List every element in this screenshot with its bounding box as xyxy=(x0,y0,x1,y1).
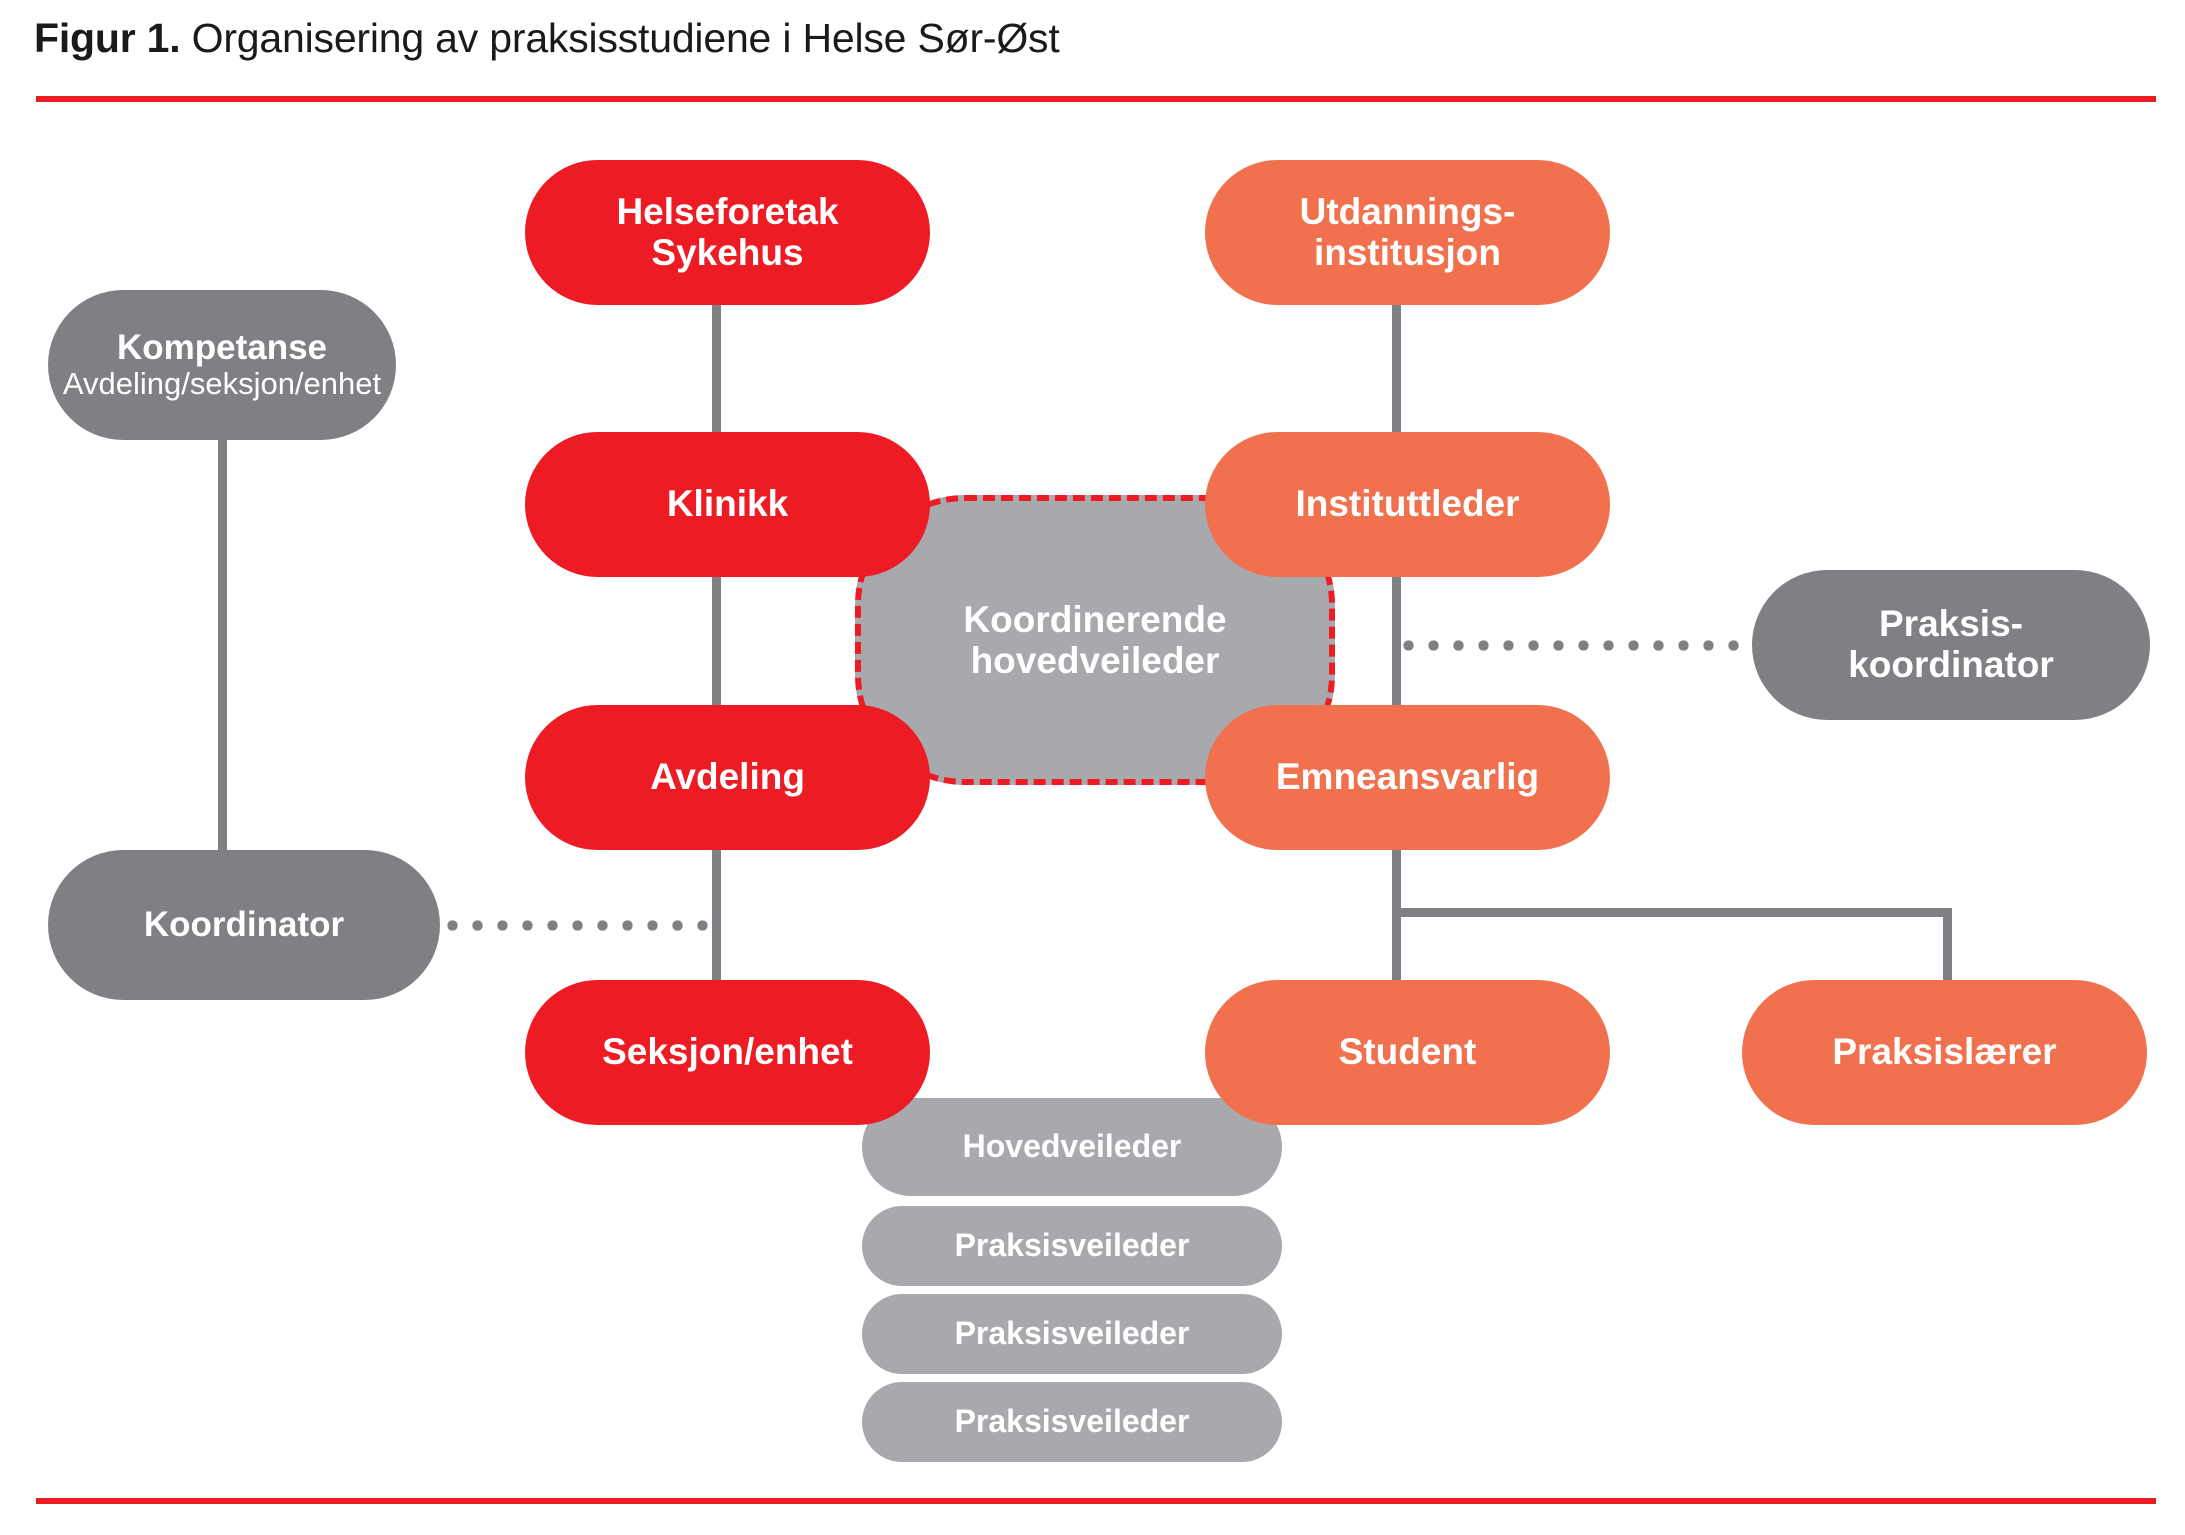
connector-orange-column xyxy=(1392,285,1401,885)
connector-praksislaerer-down xyxy=(1943,908,1952,1018)
node-kompetanse-line2: Avdeling/seksjon/enhet xyxy=(62,366,382,402)
node-koordinerende-text: Koordinerende hovedveileder xyxy=(963,599,1226,682)
bottom-rule xyxy=(36,1498,2156,1504)
connector-branch-horizontal xyxy=(1392,908,1952,917)
node-helseforetak-line1: Helseforetak xyxy=(616,190,839,232)
node-klinikk[interactable]: Klinikk xyxy=(525,432,930,577)
node-koordinator[interactable]: Koordinator xyxy=(48,850,440,1000)
node-hovedveileder-label: Hovedveileder xyxy=(962,1128,1182,1165)
node-hovedveileder[interactable]: Hovedveileder xyxy=(862,1098,1282,1196)
figure-title: Figur 1. Organisering av praksisstudiene… xyxy=(34,15,1060,62)
node-emneansvarlig[interactable]: Emneansvarlig xyxy=(1205,705,1610,850)
node-instituttleder[interactable]: Instituttleder xyxy=(1205,432,1610,577)
node-praksislaerer-label: Praksislærer xyxy=(1832,1031,2057,1073)
connector-red-column xyxy=(712,285,721,1015)
connector-kompetanse-koordinator xyxy=(218,430,227,880)
node-praksiskoordinator[interactable]: Praksis- koordinator xyxy=(1752,570,2150,720)
node-klinikk-label: Klinikk xyxy=(666,483,789,525)
node-student[interactable]: Student xyxy=(1205,980,1610,1125)
node-kompetanse[interactable]: Kompetanse Avdeling/seksjon/enhet xyxy=(48,290,396,440)
node-utdanningsinstitusjon[interactable]: Utdannings- institusjon xyxy=(1205,160,1610,305)
connector-koordinator-dotted xyxy=(440,920,720,931)
node-avdeling-label: Avdeling xyxy=(650,756,805,798)
node-instituttleder-label: Instituttleder xyxy=(1295,483,1520,525)
node-kompetanse-line1: Kompetanse xyxy=(116,327,328,367)
node-seksjon-enhet-label: Seksjon/enhet xyxy=(602,1031,853,1073)
connector-emneansvarlig-down xyxy=(1392,855,1401,1015)
figure-label: Figur 1. xyxy=(34,15,181,61)
figure-caption: Organisering av praksisstudiene i Helse … xyxy=(180,15,1060,61)
node-praksisveileder-1[interactable]: Praksisveileder xyxy=(862,1206,1282,1286)
node-avdeling[interactable]: Avdeling xyxy=(525,705,930,850)
node-seksjon-enhet[interactable]: Seksjon/enhet xyxy=(525,980,930,1125)
node-helseforetak-sykehus[interactable]: Helseforetak Sykehus xyxy=(525,160,930,305)
node-helseforetak-line2: Sykehus xyxy=(651,231,804,273)
connector-praksiskoordinator-dotted xyxy=(1396,640,1756,651)
node-praksisveileder-1-label: Praksisveileder xyxy=(954,1227,1190,1264)
node-praksisveileder-2[interactable]: Praksisveileder xyxy=(862,1294,1282,1374)
node-praksiskoordinator-line2: koordinator xyxy=(1848,644,2054,685)
node-praksisveileder-3[interactable]: Praksisveileder xyxy=(862,1382,1282,1462)
node-emneansvarlig-label: Emneansvarlig xyxy=(1275,756,1540,798)
node-koordinerende-line2: hovedveileder xyxy=(970,640,1220,681)
node-koordinerende-line1: Koordinerende xyxy=(963,598,1227,640)
node-praksiskoordinator-line1: Praksis- xyxy=(1879,603,2023,645)
node-koordinator-label: Koordinator xyxy=(143,904,345,944)
node-praksisveileder-2-label: Praksisveileder xyxy=(954,1315,1190,1352)
node-utdanningsinstitusjon-line1: Utdannings- xyxy=(1299,190,1516,232)
node-praksisveileder-3-label: Praksisveileder xyxy=(954,1403,1190,1440)
node-student-label: Student xyxy=(1338,1031,1477,1073)
node-praksislaerer[interactable]: Praksislærer xyxy=(1742,980,2147,1125)
top-rule xyxy=(36,96,2156,102)
node-utdanningsinstitusjon-line2: institusjon xyxy=(1313,231,1502,273)
